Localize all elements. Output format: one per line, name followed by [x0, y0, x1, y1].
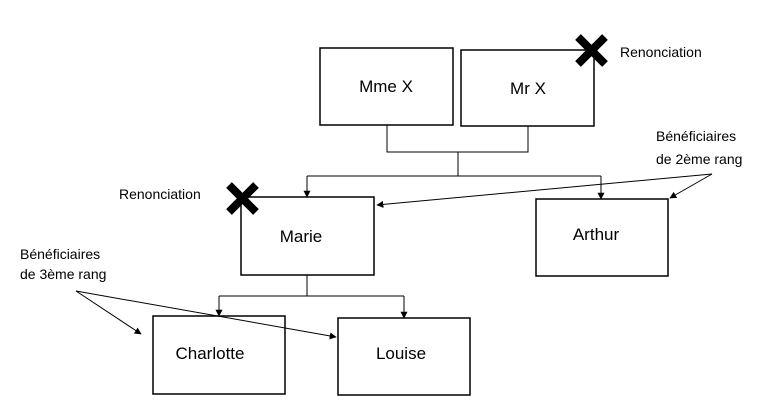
arrow-benef3-louise: [75, 290, 337, 340]
arrow-benef2-arthur: [669, 173, 713, 199]
label-charlotte: Charlotte: [176, 344, 245, 363]
beneficiaires-2-line2: de 2ème rang: [656, 151, 742, 167]
beneficiaires-3-line2: de 3ème rang: [20, 266, 106, 282]
cross-icon-marie: [226, 182, 259, 215]
label-mme-x: Mme X: [359, 77, 413, 96]
parents-connector: [386, 125, 529, 153]
box-mr-x: [460, 49, 595, 127]
arrow-benef3-charlotte: [75, 290, 142, 335]
renonciation-marie-label: Renonciation: [119, 186, 201, 202]
renonciation-mr-x-label: Renonciation: [620, 44, 702, 60]
label-louise: Louise: [376, 344, 426, 363]
beneficiaires-3-line1: Bénéficiaires: [20, 246, 100, 262]
label-mr-x: Mr X: [510, 79, 546, 98]
box-charlotte: [152, 315, 286, 395]
label-marie: Marie: [280, 227, 323, 246]
box-mme-x: [319, 47, 454, 126]
label-arthur: Arthur: [573, 225, 620, 244]
beneficiaires-2-line1: Bénéficiaires: [656, 128, 736, 144]
box-louise: [337, 317, 471, 396]
box-arthur: [535, 198, 669, 277]
arrow-benef2-marie: [376, 173, 713, 208]
cross-icon-mr-x: [575, 34, 608, 67]
